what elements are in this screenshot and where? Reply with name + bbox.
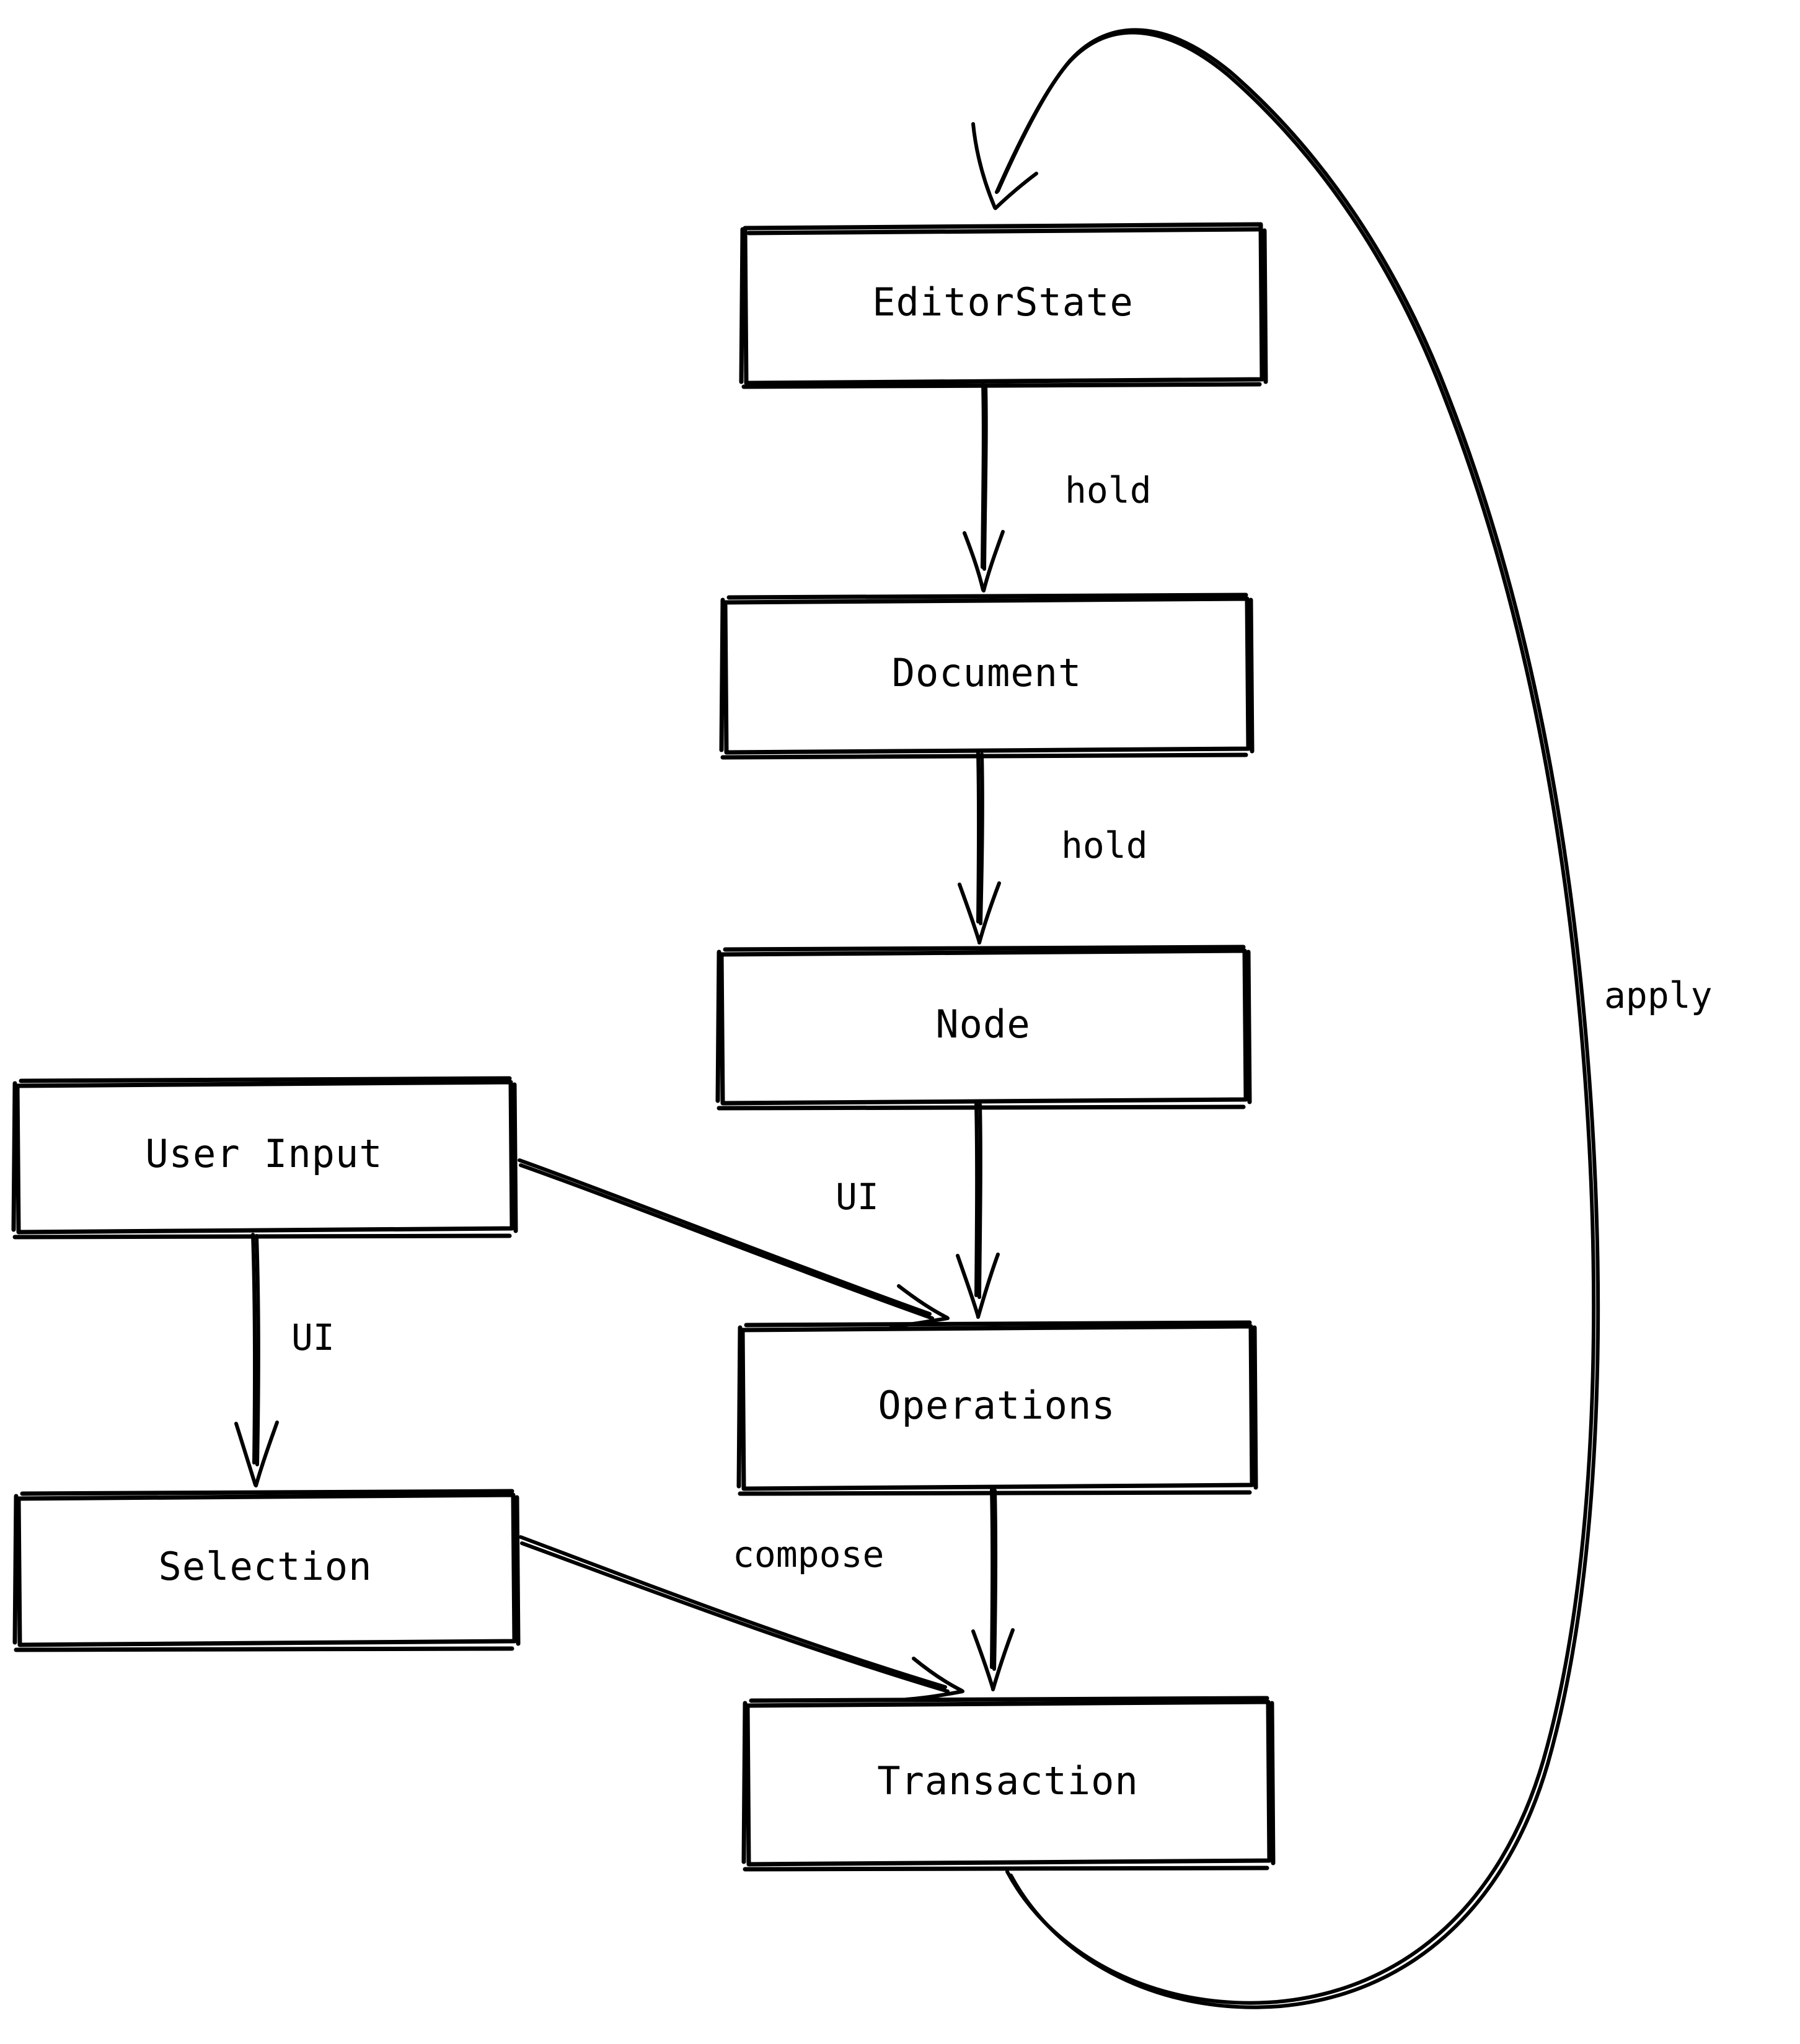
- node-box-editorstate[interactable]: EditorState: [739, 222, 1268, 389]
- edge-userinput-operations: [518, 1158, 950, 1328]
- edge-userinput-selection: [234, 1233, 279, 1487]
- node-box-operations[interactable]: Operations: [736, 1320, 1258, 1496]
- edge-editorstate-document: [963, 382, 1005, 592]
- node-label-userinput: User Input: [145, 1131, 382, 1176]
- edge-label-hold-editorstate-document: hold: [1065, 469, 1152, 511]
- edge-node-operations: [956, 1101, 1000, 1319]
- edge-label-compose: compose: [733, 1533, 884, 1575]
- node-box-selection[interactable]: Selection: [12, 1489, 521, 1652]
- edge-label-ui-userinput-selection: UI: [291, 1316, 335, 1359]
- edge-operations-transaction: [971, 1487, 1015, 1691]
- edge-document-node: [958, 751, 1001, 945]
- node-label-operations: Operations: [878, 1383, 1115, 1428]
- node-label-node: Node: [935, 1002, 1030, 1047]
- node-box-transaction[interactable]: Transaction: [741, 1696, 1276, 1872]
- edge-label-ui-node-operations: UI: [836, 1176, 879, 1218]
- node-label-selection: Selection: [159, 1544, 373, 1589]
- node-box-node[interactable]: Node: [715, 945, 1252, 1111]
- node-box-document[interactable]: Document: [719, 592, 1255, 760]
- edge-transaction-editorstate-apply: [971, 28, 1600, 2009]
- node-label-document: Document: [892, 650, 1082, 695]
- edge-label-hold-document-node: hold: [1061, 824, 1148, 866]
- node-label-transaction: Transaction: [877, 1758, 1139, 1804]
- edge-label-apply: apply: [1604, 974, 1713, 1016]
- node-label-editorstate: EditorState: [872, 280, 1134, 325]
- node-box-userinput[interactable]: User Input: [11, 1076, 518, 1240]
